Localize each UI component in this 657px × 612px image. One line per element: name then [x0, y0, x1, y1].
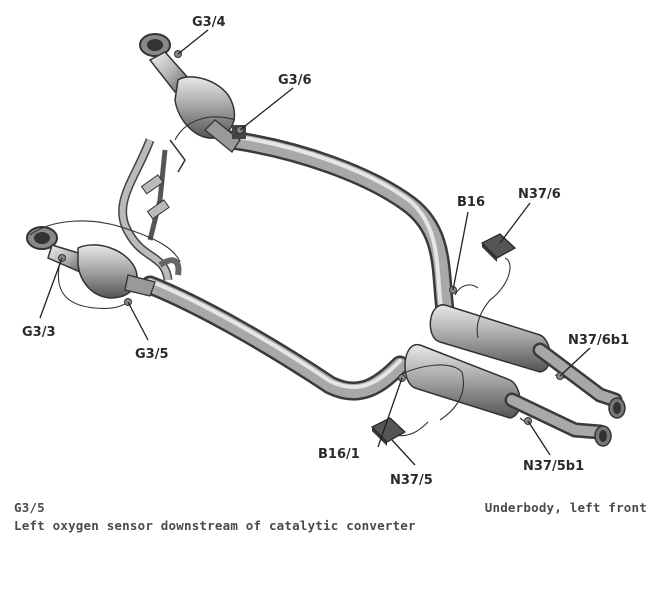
left-catalytic-converter: [26, 226, 156, 299]
right-catalytic-converter: [139, 33, 246, 153]
left-muffler: [404, 344, 612, 447]
control-unit-n37-6: [480, 233, 517, 262]
right-exhaust-pipe: [222, 130, 455, 320]
caption-component-description: Left oxygen sensor downstream of catalyt…: [14, 518, 416, 533]
label-g3-6: G3/6: [278, 73, 312, 88]
right-muffler: [429, 304, 626, 419]
label-g3-3: G3/3: [22, 325, 56, 340]
control-unit-n37-5: [370, 417, 407, 446]
left-exhaust-pipe: [140, 275, 410, 401]
label-n37-5: N37/5: [390, 473, 433, 488]
sensor-wiring: [29, 116, 566, 437]
caption-location: Underbody, left front: [484, 500, 647, 515]
label-n37-6b1: N37/6b1: [568, 333, 629, 348]
label-n37-6: N37/6: [518, 187, 561, 202]
exhaust-system-diagram: G3/4 G3/6 B16 N37/6 G3/3 G3/5 N37/6b1 B1…: [22, 15, 629, 488]
label-g3-4: G3/4: [192, 15, 226, 30]
label-b16: B16: [457, 195, 485, 210]
leader-lines: [39, 29, 591, 466]
label-g3-5: G3/5: [135, 347, 169, 362]
mounting-brackets: [140, 139, 186, 276]
label-b16-1: B16/1: [318, 447, 360, 462]
caption-component-code: G3/5: [14, 500, 45, 515]
label-n37-5b1: N37/5b1: [523, 459, 584, 474]
